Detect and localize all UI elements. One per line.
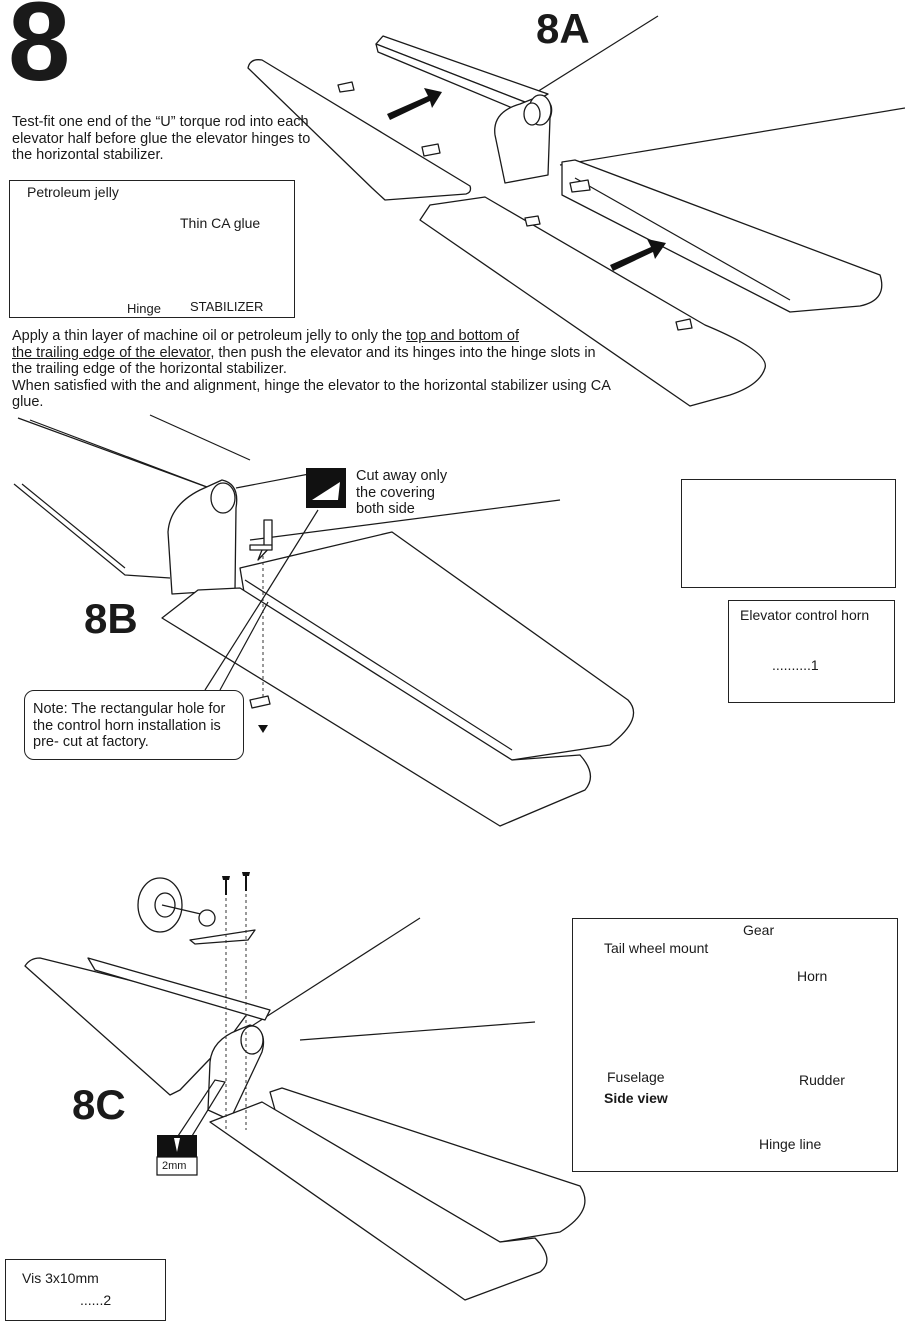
- hinge-label: Hinge: [127, 301, 161, 316]
- hinge-inset: [9, 180, 295, 318]
- step-number: 8: [8, 0, 70, 104]
- cut-away-note: Cut away only the covering both side: [356, 468, 448, 517]
- instruction-ca-glue: When satisfied with the and alignment, h…: [12, 377, 611, 411]
- elevator-instruction: Apply a thin layer of machine oil or pet…: [12, 328, 612, 411]
- control-horn-quantity: ..........1: [772, 657, 819, 673]
- figure-label-8c: 8C: [72, 1081, 126, 1128]
- stabilizer-label: STABILIZER: [190, 299, 264, 314]
- figure-label-8b: 8B: [84, 595, 138, 642]
- screw-quantity: ......2: [80, 1292, 112, 1308]
- instruction-underlined-2: the trailing edge of the elevator: [12, 344, 211, 361]
- figure-8c-drawing: [24, 872, 586, 1301]
- drill-size-label: 2mm: [162, 1160, 187, 1172]
- control-horn-note: Note: The rectangular hole for the contr…: [24, 690, 244, 760]
- hinge-line-label: Hinge line: [759, 1136, 822, 1152]
- thin-ca-glue-label: Thin CA glue: [180, 215, 261, 231]
- figure-8b-drawing: [13, 414, 635, 827]
- control-horn-title: Elevator control horn: [740, 607, 870, 623]
- figure-8a-drawing: [247, 15, 905, 407]
- screw-title: Vis 3x10mm: [22, 1270, 99, 1286]
- instruction-underlined-1: top and bottom of: [406, 328, 519, 344]
- tail-wheel-mount-label: Tail wheel mount: [604, 940, 709, 956]
- control-horn-parts-box: [728, 600, 895, 703]
- horn-side-view-box: [681, 479, 896, 588]
- fuselage-label: Fuselage: [607, 1069, 665, 1085]
- tail-wheel-side-view-box: [572, 918, 898, 1172]
- figure-label-8a: 8A: [536, 5, 590, 52]
- rudder-label: Rudder: [799, 1072, 845, 1088]
- side-view-title: Side view: [604, 1090, 668, 1106]
- gear-label: Gear: [743, 922, 775, 938]
- instruction-lead: Apply a thin layer of machine oil or pet…: [12, 328, 407, 344]
- horn-label: Horn: [797, 968, 828, 984]
- instruction-rest: , then push the elevator and its hinges …: [12, 344, 596, 378]
- ca-badge: CA: [148, 217, 167, 232]
- petroleum-jelly-label: Petroleum jelly: [27, 184, 119, 200]
- test-fit-instruction: Test-fit one end of the “U” torque rod i…: [12, 114, 311, 163]
- screw-parts-box: [5, 1259, 166, 1321]
